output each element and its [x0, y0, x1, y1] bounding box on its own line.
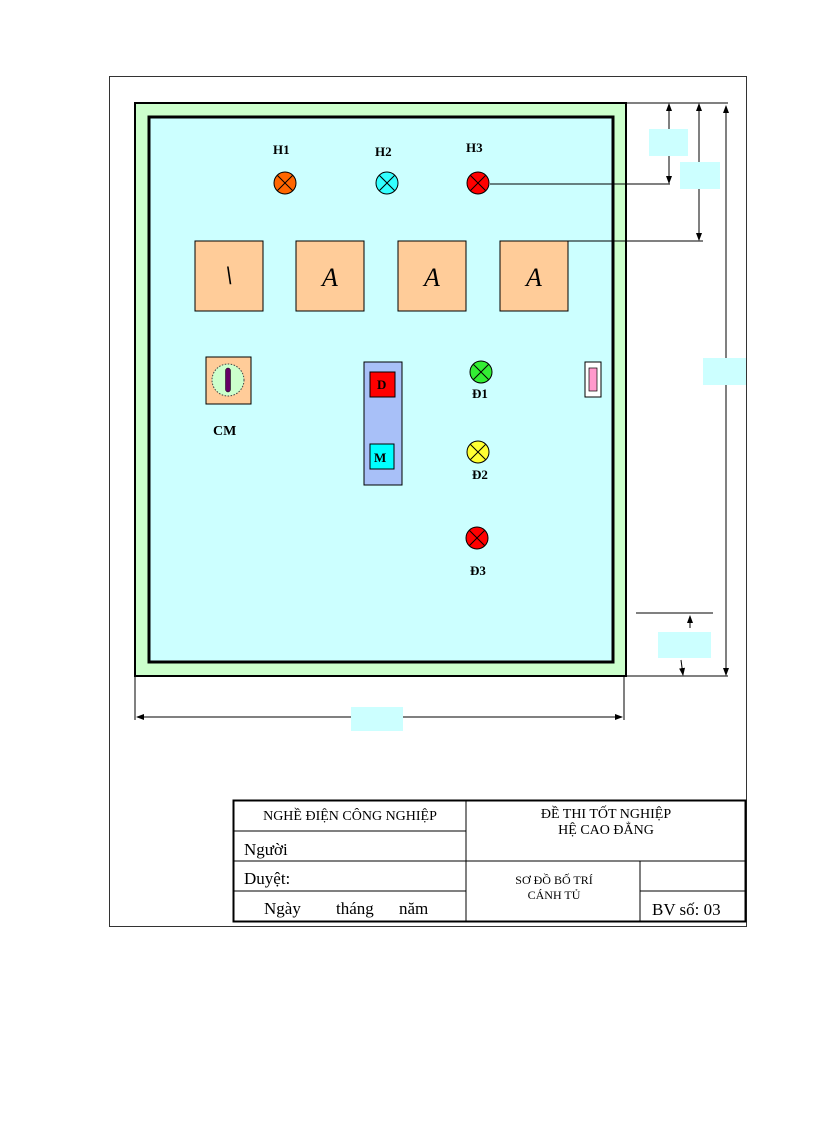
- exam-title-line2: HỆ CAO ĐẲNG: [558, 821, 654, 838]
- ammeter: A: [397, 240, 467, 312]
- indicator-lamp-h3: [466, 171, 490, 195]
- date-year-label: năm: [399, 899, 428, 918]
- ammeter: A: [295, 240, 365, 312]
- date-month-label: tháng: [336, 899, 374, 918]
- sheet-frame: [109, 76, 747, 927]
- meter-glyph: A: [320, 263, 338, 292]
- selector-switch-label: CM: [213, 424, 236, 439]
- author-label: Người: [244, 840, 288, 859]
- approved-label: Duyệt:: [244, 869, 290, 888]
- sheet-number: BV số: 03: [652, 900, 721, 919]
- exam-title-line1: ĐỀ THI TỐT NGHIỆP: [541, 804, 671, 822]
- lamp-label-d1: Đ1: [472, 386, 488, 401]
- lamp-label-h3: H3: [466, 140, 483, 155]
- start-button[interactable]: [369, 443, 395, 470]
- selector-switch[interactable]: [205, 356, 252, 405]
- lamp-label-d3: Đ3: [470, 563, 486, 578]
- drawing-title-line1: SƠ ĐỒ BỐ TRÍ: [515, 872, 592, 887]
- lamp-label-h1: H1: [273, 142, 290, 157]
- drawing-title-line2: CÁNH TỦ: [528, 888, 581, 902]
- switch-handle[interactable]: [225, 367, 231, 393]
- lamp-label-d2: Đ2: [472, 467, 488, 482]
- title-block: [232, 799, 747, 923]
- stop-button[interactable]: [369, 371, 396, 398]
- indicator-lamp-d1: [469, 360, 493, 384]
- meter-glyph: A: [422, 263, 440, 292]
- indicator-lamp-h2: [375, 171, 399, 195]
- indicator-lamp-d2: [466, 440, 490, 464]
- voltmeter: \: [194, 240, 264, 312]
- indicator-lamp-h1: [273, 171, 297, 195]
- trade-title: NGHỀ ĐIỆN CÔNG NGHIỆP: [263, 807, 437, 824]
- indicator-lamp-d3: [465, 526, 489, 550]
- dimension-value-boxes: [351, 129, 746, 731]
- ammeter: A: [499, 240, 569, 312]
- stop-button-label: D: [377, 377, 386, 392]
- meter-glyph: \: [225, 261, 232, 290]
- date-day-label: Ngày: [264, 899, 301, 918]
- lamp-label-h2: H2: [375, 144, 392, 159]
- start-button-label: M: [374, 450, 386, 465]
- meter-glyph: A: [524, 263, 542, 292]
